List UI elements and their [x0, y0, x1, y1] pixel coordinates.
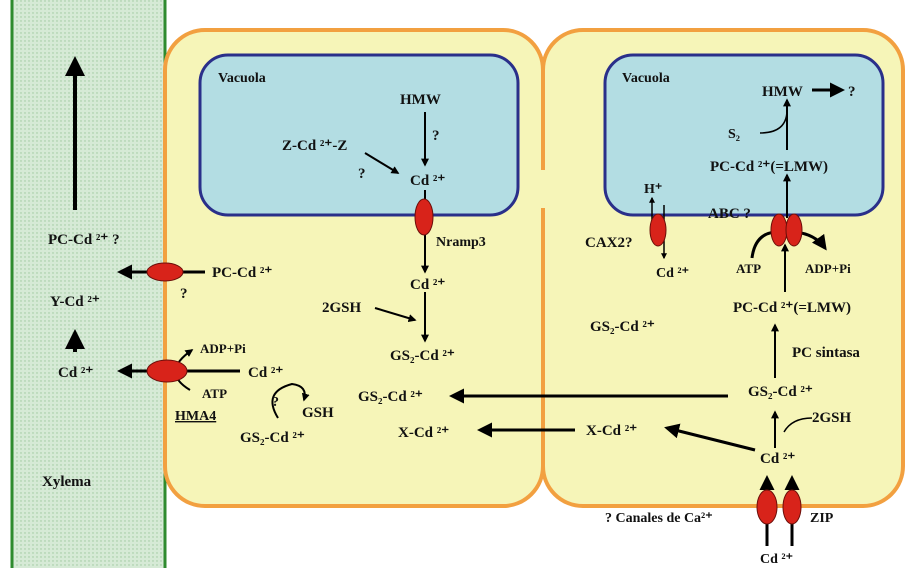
pc-exporter: [146, 262, 184, 282]
right-pc-sintasa: PC sintasa: [792, 345, 860, 361]
left-cd-hma: Cd ²⁺: [248, 365, 283, 381]
xylem-pc-cd: PC-Cd ²⁺ ?: [48, 232, 120, 248]
right-zip: ZIP: [810, 511, 834, 526]
left-q-pc: ?: [180, 286, 188, 302]
gsh2-curve: [783, 417, 813, 433]
xylem-cd: Cd ²⁺: [58, 365, 93, 381]
left-gsh: GSH: [302, 405, 334, 421]
right-2gsh: 2GSH: [812, 410, 852, 426]
left-pc-cd: PC-Cd ²⁺: [212, 265, 272, 281]
nramp3-transporter: [414, 198, 434, 236]
left-hma4: HMA4: [175, 409, 216, 424]
left-vacuole-title: Vacuola: [218, 71, 266, 86]
gsh-join-arrow: [374, 307, 417, 322]
left-2gsh: 2GSH: [322, 300, 362, 316]
left-nramp3: Nramp3: [436, 235, 486, 250]
cell-wall-gap: [537, 170, 549, 208]
left-q-gsh: ?: [272, 395, 279, 410]
left-atp: ATP: [202, 386, 227, 401]
cd-to-xcd-arrow: [664, 423, 756, 452]
left-gs2cd-mid: GS₂-Cd ²⁺: [358, 389, 423, 405]
left-adp-pi: ADP+Pi: [200, 341, 246, 356]
s2-curve: [759, 109, 788, 134]
left-hmw: HMW: [400, 92, 441, 108]
right-vacuole-title: Vacuola: [622, 71, 670, 86]
left-gs2cd: GS₂-Cd ²⁺: [390, 348, 455, 364]
right-abc: ABC ?: [708, 206, 751, 222]
right-vacuole: [603, 53, 885, 217]
right-adp-pi: ADP+Pi: [805, 261, 851, 276]
right-cd-bottom: Cd ²⁺: [760, 552, 793, 567]
xylem-y-cd: Y-Cd ²⁺: [50, 294, 100, 310]
left-cd-vac: Cd ²⁺: [410, 173, 445, 189]
left-q-z: ?: [358, 166, 366, 182]
right-atp: ATP: [736, 261, 761, 276]
left-xcd: X-Cd ²⁺: [398, 425, 449, 441]
right-q-hmw: ?: [848, 84, 856, 100]
ca-channel: [756, 489, 778, 525]
right-cd-cax: Cd ²⁺: [656, 266, 689, 281]
right-pc-lmw-vac: PC-Cd ²⁺(=LMW): [710, 159, 828, 175]
right-s2: S₂: [728, 127, 740, 142]
zcdz-arrow: [364, 152, 400, 174]
xylem-region: [12, 0, 165, 568]
abc-transporter-left: [770, 213, 788, 247]
right-pc-lmw-cyt: PC-Cd ²⁺(=LMW): [733, 300, 851, 316]
zip-transporter: [782, 489, 802, 525]
right-gs2cd: GS₂-Cd ²⁺: [748, 384, 813, 400]
left-vacuole: [198, 53, 520, 217]
left-cd-cyt: Cd ²⁺: [410, 277, 445, 293]
right-h-plus: H⁺: [644, 182, 662, 197]
right-xcd: X-Cd ²⁺: [586, 423, 637, 439]
gsh-curve-arrow: [271, 382, 310, 419]
left-q-hmw: ?: [432, 128, 440, 144]
left-gs2cd-bottom: GS₂-Cd ²⁺: [240, 430, 305, 446]
right-gs2cd-left: GS₂-Cd ²⁺: [590, 319, 655, 335]
abc-transporter-right: [785, 213, 803, 247]
right-cd: Cd ²⁺: [760, 451, 795, 467]
right-canales: ? Canales de Ca²⁺: [605, 511, 713, 526]
xylem-title: Xylema: [42, 474, 92, 490]
left-zcdz: Z-Cd ²⁺-Z: [282, 138, 347, 154]
cax2-transporter: [649, 213, 667, 247]
right-hmw: HMW: [762, 84, 803, 100]
hma4-transporter: [146, 359, 188, 383]
right-cax2: CAX2?: [585, 235, 633, 251]
